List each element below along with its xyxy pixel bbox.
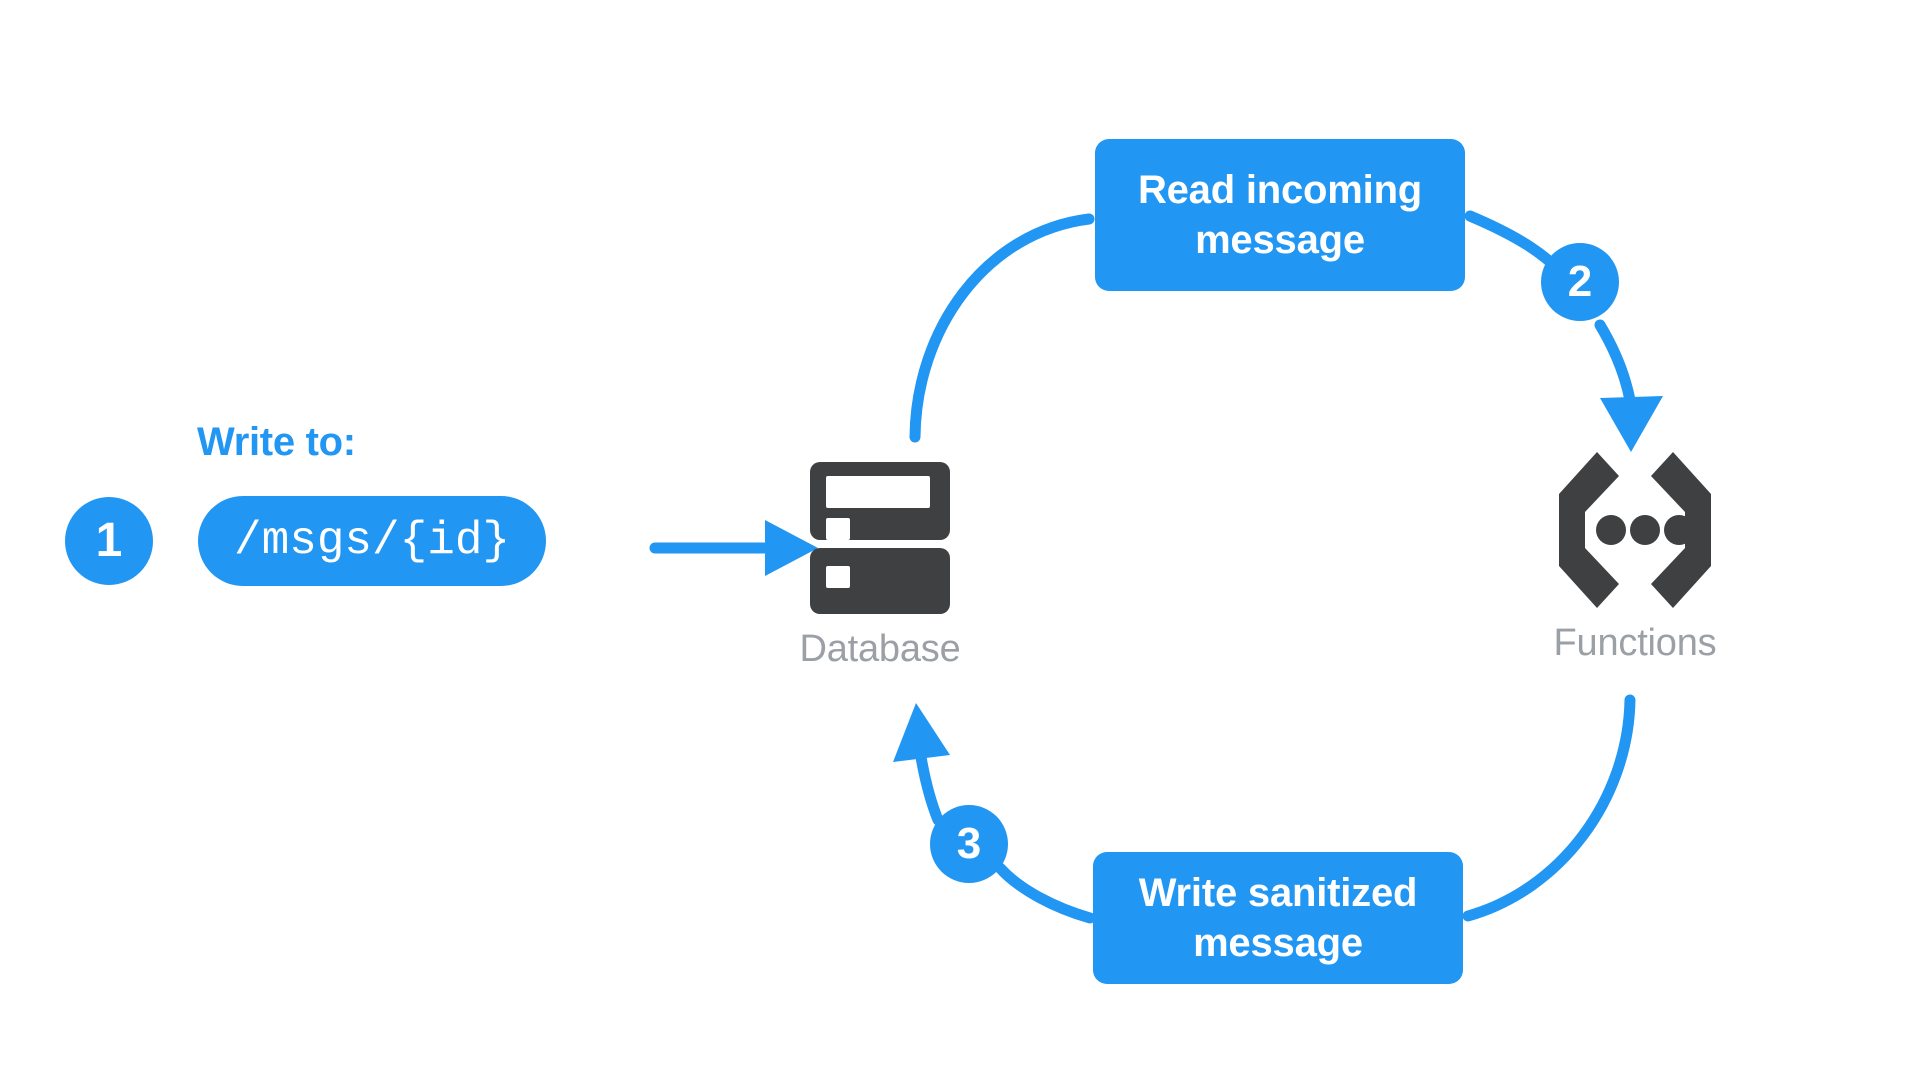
node-functions[interactable]: Functions: [1525, 452, 1745, 665]
write-sanitized-message-label: Write sanitized message: [1138, 871, 1418, 965]
step-badge-1: 1: [65, 497, 153, 585]
step-badge-3: 3: [930, 805, 1008, 883]
database-path-pill[interactable]: /msgs/{id}: [198, 496, 547, 586]
write-sanitized-message-box[interactable]: Write sanitized message: [1093, 852, 1463, 984]
curve-write-box-to-database: [893, 703, 1096, 924]
database-path-text: /msgs/{id}: [234, 515, 511, 567]
node-database[interactable]: Database: [780, 462, 980, 671]
arrow-pill-to-database: [649, 520, 818, 576]
read-incoming-message-box[interactable]: Read incoming message: [1095, 139, 1465, 291]
curve-functions-to-write-box: [1462, 694, 1636, 922]
functions-braces-icon: [1559, 452, 1711, 608]
functions-label: Functions: [1553, 622, 1717, 664]
curve-database-to-read-box: [909, 213, 1095, 443]
step-badge-2: 2: [1541, 243, 1619, 321]
database-icon: [810, 462, 950, 614]
read-incoming-message-label: Read incoming message: [1137, 168, 1423, 262]
database-label: Database: [799, 628, 961, 670]
write-to-label: Write to:: [197, 420, 356, 464]
